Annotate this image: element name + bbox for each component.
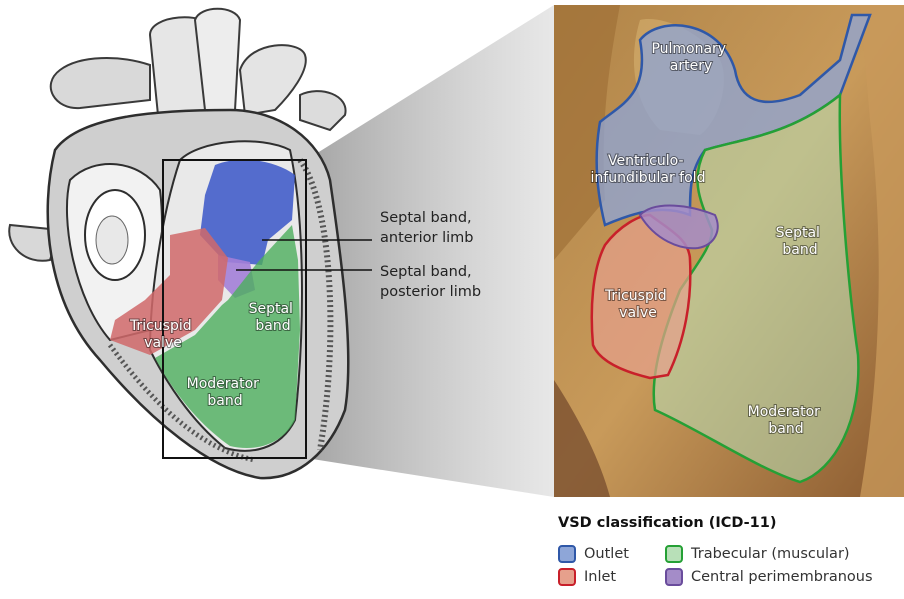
legend-item-inlet: Inlet <box>558 568 616 586</box>
legend-item-outlet: Outlet <box>558 545 629 563</box>
zoom-projection <box>306 5 554 497</box>
legend-item-trabecular: Trabecular (muscular) <box>665 545 850 563</box>
heart-illustration: Tricuspid valve Septal band Moderator ba… <box>9 9 372 478</box>
legend-label-inlet: Inlet <box>584 569 616 585</box>
legend-swatch-inlet <box>558 568 576 586</box>
legend: VSD classification (ICD-11) Outlet Trabe… <box>558 515 898 597</box>
legend-label-outlet: Outlet <box>584 546 629 562</box>
photo-label-septal-band: Septal band <box>776 225 825 258</box>
legend-title: VSD classification (ICD-11) <box>558 515 776 531</box>
legend-swatch-central <box>665 568 683 586</box>
legend-item-central: Central perimembranous <box>665 568 873 586</box>
legend-swatch-outlet <box>558 545 576 563</box>
label-left-septal-band: Septal band <box>249 301 298 334</box>
specimen-photo: Pulmonary artery Ventriculo- infundibula… <box>554 5 904 497</box>
legend-swatch-trabecular <box>665 545 683 563</box>
legend-label-central: Central perimembranous <box>691 569 873 585</box>
legend-label-trabecular: Trabecular (muscular) <box>691 546 850 562</box>
